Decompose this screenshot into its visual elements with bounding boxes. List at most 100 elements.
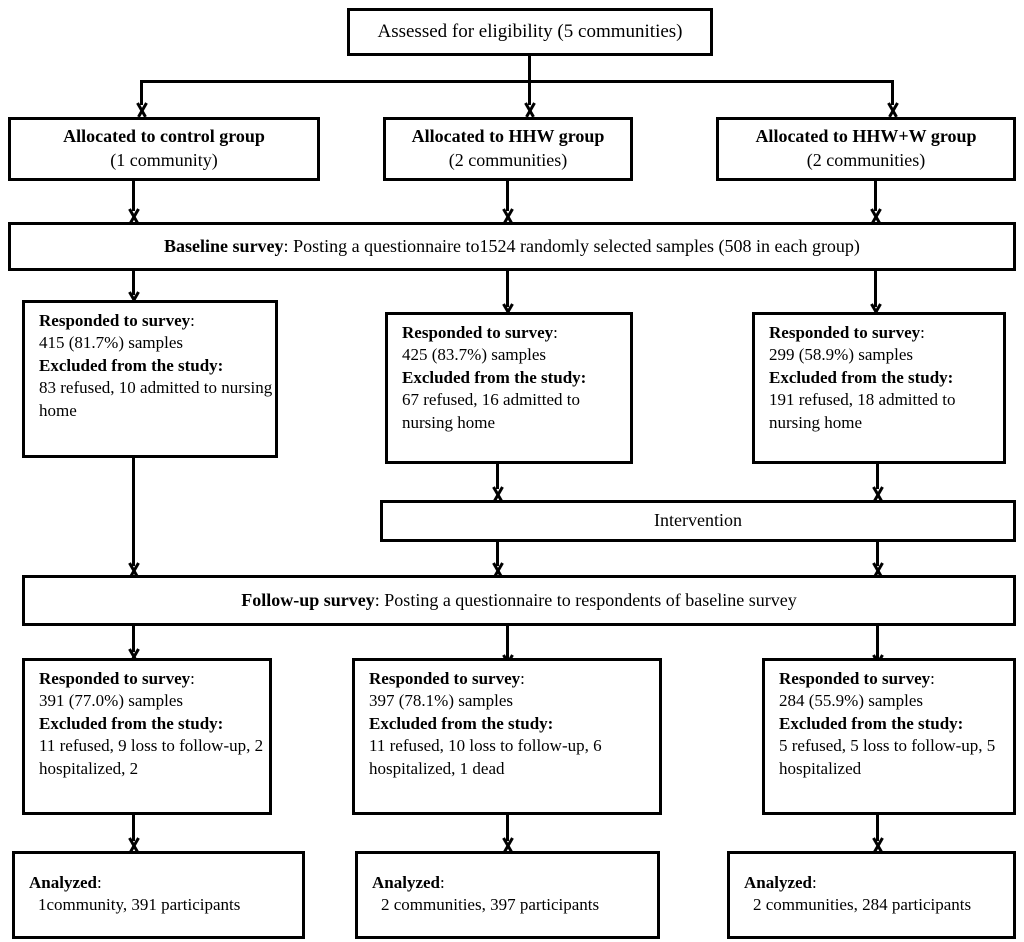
connector-intervention-to-followup-right (876, 542, 879, 566)
followup-result-2-responded-sep: : (520, 669, 525, 688)
connector-hhw-to-baseline (506, 181, 509, 211)
allocation-hhw-text: Allocated to HHW group (2 communities) (412, 125, 605, 173)
analyzed-2-separator: : (440, 873, 445, 892)
followup-result-3-responded-label: Responded to survey (779, 669, 931, 688)
baseline-result-2-excluded-label: Excluded from the study: (402, 367, 587, 387)
analyzed-3-label: Analyzed (744, 873, 812, 892)
followup-result-2-responded-value: 397 (78.1%) samples (369, 691, 514, 711)
connector-followup-to-result-3 (876, 626, 879, 658)
analyzed-3-value: 2 communities, 284 participants (753, 895, 972, 915)
followup-result-3-excluded-label: Excluded from the study: (779, 713, 964, 733)
analyzed-1-label: Analyzed (29, 873, 97, 892)
box-analyzed-control: Analyzed: 1community, 391 participants (12, 851, 305, 939)
baseline-result-2-excluded-value: 67 refused, 16 admitted to nursing home (402, 390, 580, 432)
box-baseline-result-control: Responded to survey: 415 (81.7%) samples… (22, 300, 278, 458)
analyzed-2-label-line: Analyzed: (372, 872, 657, 894)
allocation-hhww-heading: Allocated to HHW+W group (755, 126, 977, 147)
connector-assessed-trunk (528, 56, 531, 82)
followup-result-1-excluded-label: Excluded from the study: (39, 713, 224, 733)
baseline-survey-text: Baseline survey: Posting a questionnaire… (164, 235, 860, 259)
followup-result-3-responded-line: Responded to survey: (779, 668, 1013, 690)
followup-survey-detail: Posting a questionnaire to respondents o… (384, 589, 797, 610)
baseline-result-2-responded-line: Responded to survey: (402, 322, 630, 344)
analyzed-3-label-line: Analyzed: (744, 872, 1013, 894)
allocation-hhww-detail: (2 communities) (806, 150, 926, 170)
connector-intervention-to-followup-left (496, 542, 499, 566)
box-followup-result-hhw: Responded to survey: 397 (78.1%) samples… (352, 658, 662, 815)
baseline-result-1-responded-sep: : (190, 311, 195, 330)
baseline-result-1-responded-line: Responded to survey: (39, 310, 275, 332)
connector-hhww-to-baseline (874, 181, 877, 211)
connector-bus-drop-mid (528, 80, 531, 105)
baseline-result-1-excluded-value: 83 refused, 10 admitted to nursing home (39, 378, 273, 420)
allocation-control-detail: (1 community) (110, 150, 218, 170)
baseline-result-1-responded-value: 415 (81.7%) samples (39, 333, 184, 353)
assessed-label: Assessed for eligibility (5 communities) (377, 21, 683, 43)
followup-survey-separator: : (374, 589, 385, 610)
followup-result-2-responded-line: Responded to survey: (369, 668, 659, 690)
baseline-result-1-responded-label: Responded to survey (39, 311, 191, 330)
box-followup-result-hhww: Responded to survey: 284 (55.9%) samples… (762, 658, 1016, 815)
arrow-to-analyzed-1 (126, 838, 142, 851)
arrow-hhww-to-intervention (870, 487, 886, 500)
connector-baseline-to-result-2 (506, 271, 509, 307)
intervention-label: Intervention (654, 510, 742, 531)
connector-hhw-to-intervention (496, 464, 499, 489)
baseline-result-3-excluded-value: 191 refused, 18 admitted to nursing home (769, 390, 956, 432)
allocation-hhww-text: Allocated to HHW+W group (2 communities) (755, 125, 976, 173)
connector-hhww-to-intervention (876, 464, 879, 489)
arrow-control-to-baseline (126, 209, 142, 222)
connector-bus-drop-right (891, 80, 894, 105)
allocation-control-heading: Allocated to control group (63, 126, 265, 147)
allocation-hhw-heading: Allocated to HHW group (411, 126, 605, 147)
arrow-to-control-group (134, 103, 150, 116)
box-followup-survey: Follow-up survey: Posting a questionnair… (22, 575, 1016, 626)
baseline-result-3-responded-line: Responded to survey: (769, 322, 1003, 344)
box-baseline-result-hhw: Responded to survey: 425 (83.7%) samples… (385, 312, 633, 464)
followup-result-1-responded-value: 391 (77.0%) samples (39, 691, 184, 711)
arrow-to-hhw-group (522, 103, 538, 116)
box-allocation-hhw: Allocated to HHW group (2 communities) (383, 117, 633, 181)
baseline-result-1-excluded-label: Excluded from the study: (39, 355, 224, 375)
box-baseline-survey: Baseline survey: Posting a questionnaire… (8, 222, 1016, 271)
connector-allocation-bus (140, 80, 894, 83)
followup-result-3-excluded-value: 5 refused, 5 loss to follow-up, 5 hospit… (779, 736, 996, 778)
baseline-result-3-responded-sep: : (920, 323, 925, 342)
connector-control-bypass-intervention (132, 458, 135, 566)
arrow-to-analyzed-3 (870, 838, 886, 851)
connector-baseline-to-result-3 (874, 271, 877, 307)
analyzed-3-separator: : (812, 873, 817, 892)
arrow-to-analyzed-2 (500, 838, 516, 851)
baseline-survey-label: Baseline survey (164, 235, 284, 256)
arrow-hhw-to-baseline (500, 209, 516, 222)
followup-result-1-excluded-value: 11 refused, 9 loss to follow-up, 2 hospi… (39, 736, 264, 778)
connector-control-to-baseline (132, 181, 135, 211)
connector-bus-drop-left (140, 80, 143, 105)
box-intervention: Intervention (380, 500, 1016, 542)
baseline-result-2-responded-label: Responded to survey (402, 323, 554, 342)
connector-followup-to-result-1 (132, 626, 135, 652)
baseline-result-2-responded-sep: : (553, 323, 558, 342)
followup-result-1-responded-line: Responded to survey: (39, 668, 269, 690)
box-assessed-for-eligibility: Assessed for eligibility (5 communities) (347, 8, 713, 56)
analyzed-1-value: 1community, 391 participants (38, 895, 241, 915)
box-followup-result-control: Responded to survey: 391 (77.0%) samples… (22, 658, 272, 815)
followup-result-2-responded-label: Responded to survey (369, 669, 521, 688)
followup-result-2-excluded-label: Excluded from the study: (369, 713, 554, 733)
arrow-to-hhww-group (885, 103, 901, 116)
box-allocation-control: Allocated to control group (1 community) (8, 117, 320, 181)
box-allocation-hhww: Allocated to HHW+W group (2 communities) (716, 117, 1016, 181)
followup-result-2-excluded-value: 11 refused, 10 loss to follow-up, 6 hosp… (369, 736, 602, 778)
analyzed-2-value: 2 communities, 397 participants (381, 895, 600, 915)
connector-baseline-to-result-1 (132, 271, 135, 295)
connector-to-analyzed-3 (876, 815, 879, 841)
connector-to-analyzed-2 (506, 815, 509, 841)
allocation-control-text: Allocated to control group (1 community) (63, 125, 265, 173)
baseline-survey-separator: : (283, 235, 294, 256)
analyzed-2-label: Analyzed (372, 873, 440, 892)
baseline-result-2-responded-value: 425 (83.7%) samples (402, 345, 547, 365)
analyzed-1-separator: : (97, 873, 102, 892)
baseline-result-3-responded-value: 299 (58.9%) samples (769, 345, 914, 365)
arrow-hhww-to-baseline (868, 209, 884, 222)
